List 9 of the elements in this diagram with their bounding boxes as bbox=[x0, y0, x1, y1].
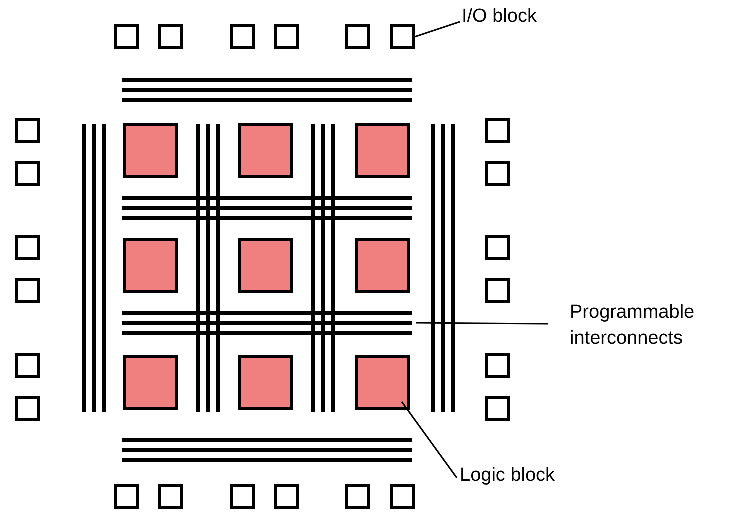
io-block-label: I/O block bbox=[462, 4, 562, 30]
leader-line bbox=[401, 402, 458, 478]
leader-line bbox=[416, 322, 548, 325]
logic-block-square bbox=[356, 356, 410, 410]
interconnect-line bbox=[122, 321, 412, 325]
logic-block-label: Logic block bbox=[460, 463, 600, 489]
io-block-square bbox=[390, 24, 416, 50]
interconnect-label: Programmable interconnects bbox=[570, 300, 720, 352]
leader-line bbox=[414, 21, 460, 38]
